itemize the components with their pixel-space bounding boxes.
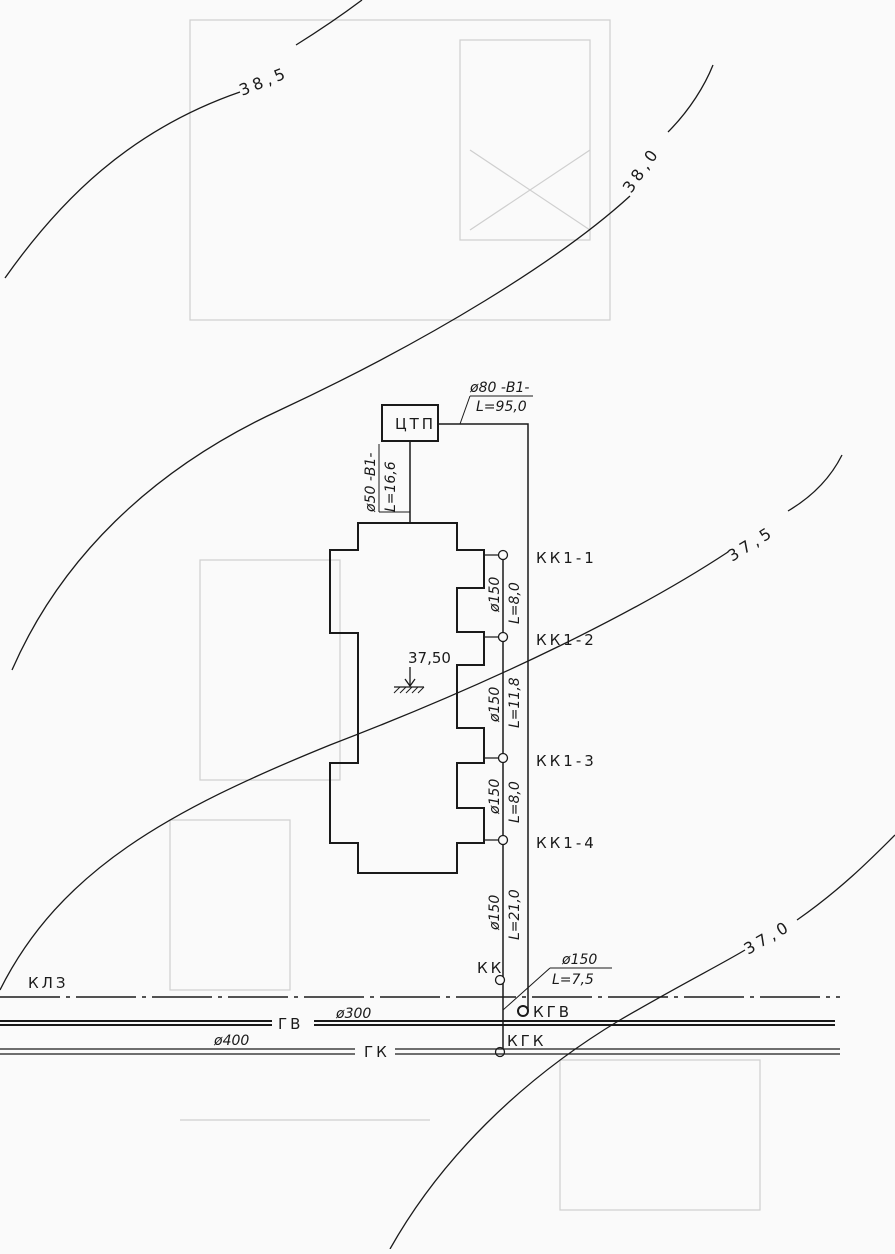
well-kgv [517, 1005, 529, 1017]
sewer-seg-2-diameter: ø150 [487, 687, 503, 723]
outlet-pipe-length: L=7,5 [552, 972, 594, 988]
contour-labels: 38,5 38,0 37,5 37,0 [236, 63, 794, 959]
well-label-kgk: КГК [507, 1032, 546, 1050]
street-networks: КЛЗ ГВ ø300 ГК ø400 [0, 974, 840, 1061]
sewer-seg-1-length: L=8,0 [507, 582, 523, 624]
sewer-main-label: ГК [364, 1043, 390, 1061]
building-outline [329, 522, 485, 874]
pipe-b1-main-length: L=95,0 [476, 399, 527, 415]
sewer-seg-3-diameter: ø150 [487, 779, 503, 815]
elevation-mark: 37,50 [393, 649, 451, 694]
sewer-seg-2-length: L=11,8 [507, 677, 523, 728]
sewer-seg-3-length: L=8,0 [507, 781, 523, 823]
well-label-kk1-3: КК1-3 [536, 752, 597, 770]
well-label-kk1-4: КК1-4 [536, 834, 597, 852]
pipe-b1-branch-length: L=16,6 [383, 461, 399, 512]
contour-38-5 [4, 0, 363, 279]
background-faint-plan [169, 19, 761, 1211]
well-label-kk1-2: КК1-2 [536, 631, 597, 649]
contour-37-5 [0, 454, 843, 991]
pipe-b1-main [438, 423, 529, 1010]
well-kk1-4 [497, 834, 509, 846]
contour-label-38-5: 38,5 [236, 63, 291, 100]
contour-37-0 [389, 834, 895, 1250]
well-label-kk1-1: КК1-1 [536, 549, 597, 567]
contour-label-38-0: 38,0 [619, 143, 664, 196]
well-kk1-1 [497, 549, 509, 561]
well-label-kk: КК [477, 959, 504, 977]
water-main-diameter: ø300 [335, 1006, 371, 1022]
well-kk1-3 [497, 752, 509, 764]
sewer-seg-1-diameter: ø150 [487, 577, 503, 613]
pipe-b1-branch-diameter: ø50 -B1- [363, 453, 379, 513]
contour-label-37-5: 37,5 [724, 522, 778, 565]
well-kk1-2 [497, 631, 509, 643]
sewer-line-k1: ø150 L=8,0 ø150 L=11,8 ø150 L=8,0 ø150 L… [477, 549, 612, 1058]
elevation-mark-label: 37,50 [408, 649, 451, 667]
contour-38-0 [11, 64, 714, 671]
sewer-seg-4-length: L=21,0 [507, 889, 523, 940]
substation-label: ЦТП [395, 415, 436, 433]
water-pipes-b1: ø80 -B1- L=95,0 ø50 -B1- L=16,6 [363, 380, 533, 1010]
contour-label-37-0: 37,0 [741, 916, 795, 958]
sewer-main-diameter: ø400 [213, 1033, 249, 1049]
water-main-label: ГВ [278, 1015, 303, 1033]
well-kk [494, 974, 506, 986]
outlet-pipe-diameter: ø150 [561, 952, 597, 968]
pipe-b1-main-diameter: ø80 -B1- [469, 380, 529, 396]
well-label-kgv: КГВ [533, 1003, 572, 1021]
cable-line-label: КЛЗ [28, 974, 69, 992]
sewer-seg-4-diameter: ø150 [487, 895, 503, 931]
substation-ctp: ЦТП [381, 404, 439, 442]
